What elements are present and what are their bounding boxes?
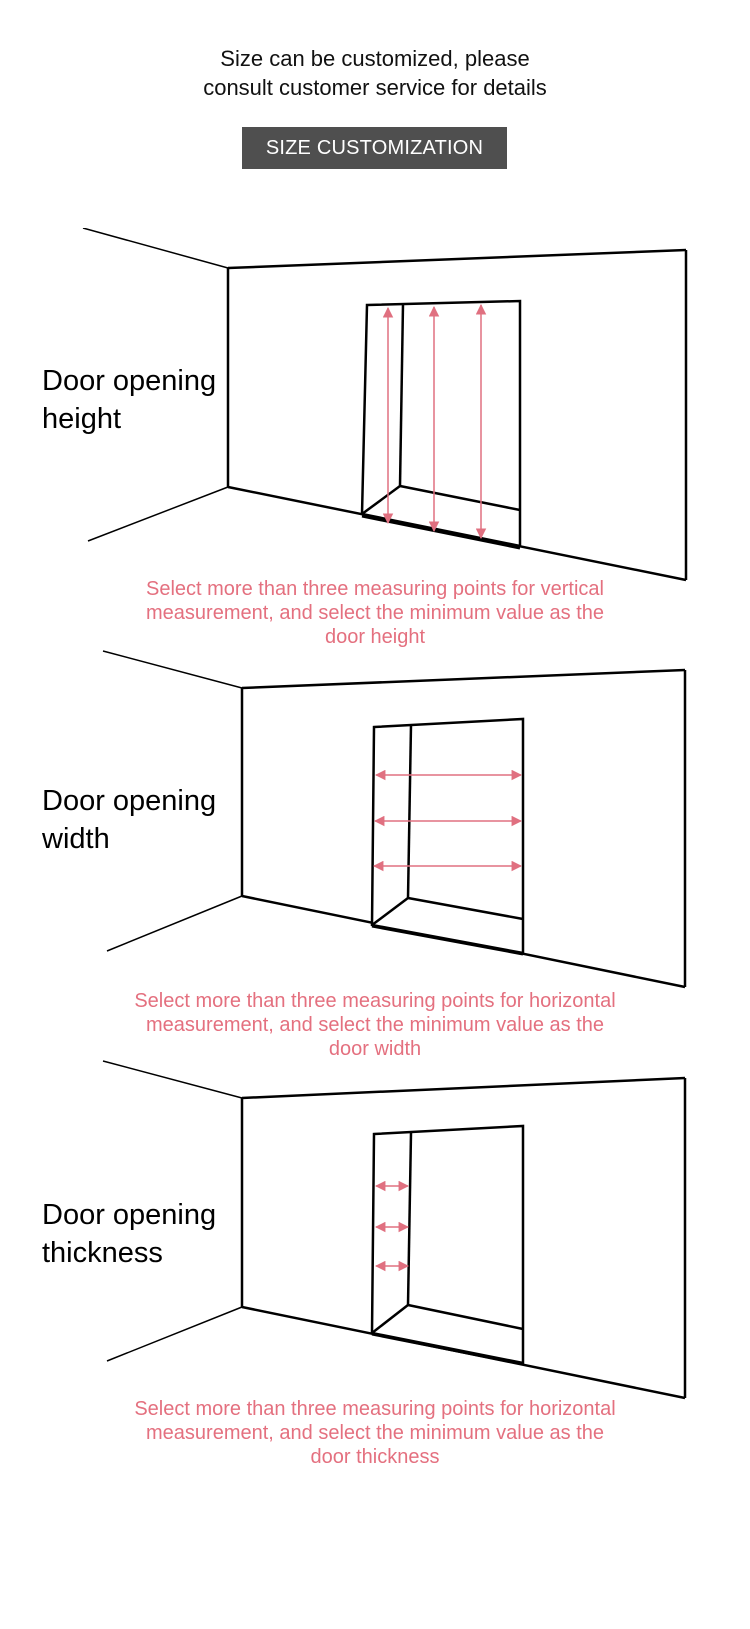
door-height-caption: Select more than three measuring points …	[146, 578, 604, 648]
door-thickness-label: Door opening thickness	[42, 1199, 217, 1269]
door-width-diagram: Door opening width Select more than thre…	[0, 648, 750, 1060]
door-width-illustration	[102, 650, 687, 989]
intro-text: Size can be customized, please consult c…	[0, 44, 750, 102]
door-width-caption: Select more than three measuring points …	[134, 990, 616, 1060]
door-height-illustration	[82, 228, 688, 582]
door-thickness-caption: Select more than three measuring points …	[134, 1398, 616, 1468]
door-thickness-illustration	[102, 1060, 687, 1400]
intro-line-2: consult customer service for details	[203, 75, 547, 100]
door-height-label: Door opening height	[42, 365, 217, 435]
size-customization-button[interactable]: SIZE CUSTOMIZATION	[242, 127, 507, 169]
intro-line-1: Size can be customized, please	[220, 46, 530, 71]
door-width-label: Door opening width	[42, 785, 217, 855]
door-thickness-diagram: Door opening thickness Select more than …	[0, 1058, 750, 1478]
door-height-diagram: Door opening height Select more than thr…	[0, 228, 750, 648]
